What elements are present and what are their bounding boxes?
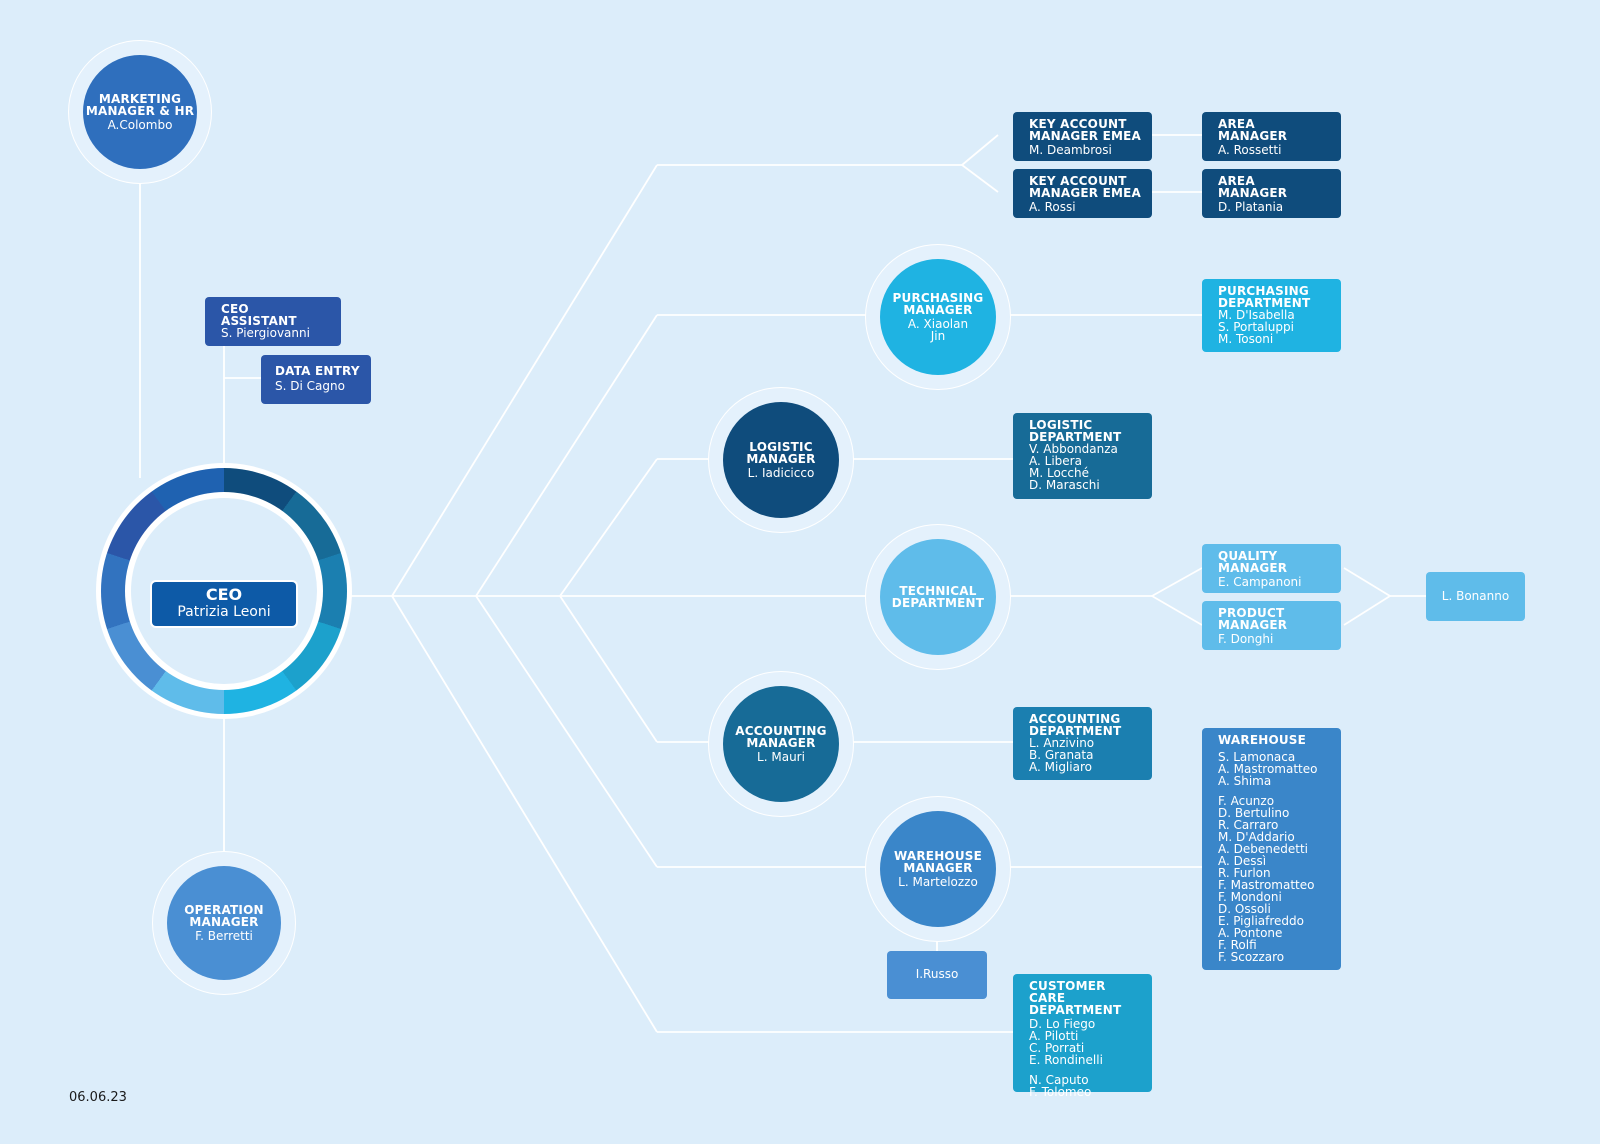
customer-care-member: C. Porrati [1029, 1041, 1085, 1055]
kam2-title: KEY ACCOUNT MANAGER EMEA [1029, 174, 1142, 200]
warehouse-member: A. Mastromatteo [1218, 762, 1318, 776]
ceo-assistant-name: S. Piergiovanni [221, 326, 310, 340]
ceo-title: CEO [205, 585, 243, 604]
warehouse-member: S. Lamonaca [1218, 750, 1296, 764]
quality-manager[interactable]: QUALITY MANAGER E. Campanoni [1202, 544, 1341, 593]
warehouse-member: F. Rolfi [1218, 938, 1257, 952]
marketing-manager-node[interactable]: MARKETING MANAGER & HR A.Colombo [83, 55, 197, 169]
accounting-manager-name: L. Mauri [757, 750, 805, 764]
logistic-member: M. Locché [1029, 466, 1089, 480]
warehouse-member: D. Ossoli [1218, 902, 1271, 916]
area2-name: D. Platania [1218, 200, 1284, 214]
marketing-title: MARKETING MANAGER & HR [85, 92, 195, 118]
operation-title: OPERATION MANAGER [184, 903, 264, 929]
customer-care-department[interactable]: CUSTOMER CARE DEPARTMENT D. Lo Fiego A. … [1013, 974, 1152, 1098]
accounting-manager-node[interactable]: ACCOUNTING MANAGER L. Mauri [723, 686, 839, 802]
area1-name: A. Rossetti [1218, 143, 1282, 157]
kam2-name: A. Rossi [1029, 200, 1076, 214]
accounting-dept-title: ACCOUNTING DEPARTMENT [1029, 712, 1122, 738]
operation-manager-node[interactable]: OPERATION MANAGER F. Berretti [167, 866, 281, 980]
kam1-name: M. Deambrosi [1029, 143, 1112, 157]
product-manager[interactable]: PRODUCT MANAGER F. Donghi [1202, 601, 1341, 650]
area-manager-1[interactable]: AREA MANAGER A. Rossetti [1202, 112, 1341, 161]
data-entry-title: DATA ENTRY [275, 364, 360, 378]
area2-title: AREA MANAGER [1218, 174, 1288, 200]
customer-care-member: A. Pilotti [1029, 1029, 1079, 1043]
bonanno-node[interactable]: L. Bonanno [1426, 572, 1525, 621]
product-name: F. Donghi [1218, 632, 1274, 646]
accounting-department[interactable]: ACCOUNTING DEPARTMENT L. Anzivino B. Gra… [1013, 707, 1152, 780]
purchasing-member: M. D'Isabella [1218, 308, 1295, 322]
warehouse-member: R. Furlon [1218, 866, 1271, 880]
warehouse-member: A. Shima [1218, 774, 1272, 788]
warehouse-member: R. Carraro [1218, 818, 1279, 832]
warehouse-member: F. Acunzo [1218, 794, 1275, 808]
ceo-assistant-title: CEO ASSISTANT [221, 302, 297, 328]
customer-care-member: N. Caputo [1029, 1073, 1089, 1087]
purchasing-manager-node[interactable]: PURCHASING MANAGER A. Xiaolan Jin [880, 259, 996, 375]
warehouse-member: F. Mondoni [1218, 890, 1282, 904]
logistic-manager-title: LOGISTIC MANAGER [746, 440, 816, 466]
logistic-member: A. Libera [1029, 454, 1082, 468]
key-account-manager-2[interactable]: KEY ACCOUNT MANAGER EMEA A. Rossi [1013, 169, 1152, 218]
accounting-member: A. Migliaro [1029, 760, 1092, 774]
area-manager-2[interactable]: AREA MANAGER D. Platania [1202, 169, 1341, 218]
logistic-member: D. Maraschi [1029, 478, 1100, 492]
accounting-member: L. Anzivino [1029, 736, 1095, 750]
russo-name: I.Russo [915, 967, 959, 981]
purchasing-manager-name: A. Xiaolan Jin [907, 317, 969, 343]
logistic-manager-name: L. Iadicicco [747, 466, 815, 480]
bonanno-name: L. Bonanno [1441, 589, 1510, 603]
technical-department-node[interactable]: TECHNICAL DEPARTMENT [880, 539, 996, 655]
russo-node[interactable]: I.Russo [887, 951, 987, 999]
date-label: 06.06.23 [69, 1090, 127, 1105]
product-title: PRODUCT MANAGER [1218, 606, 1288, 632]
purchasing-member: M. Tosoni [1218, 332, 1274, 346]
kam1-title: KEY ACCOUNT MANAGER EMEA [1029, 117, 1142, 143]
warehouse-member: A. Dessì [1218, 854, 1267, 868]
warehouse-member: A. Debenedetti [1218, 842, 1308, 856]
technical-title: TECHNICAL DEPARTMENT [891, 584, 985, 610]
customer-care-member: E. Rondinelli [1029, 1053, 1103, 1067]
warehouse-member: E. Pigliafreddo [1218, 914, 1305, 928]
warehouse-department[interactable]: WAREHOUSE S. Lamonaca A. Mastromatteo A.… [1202, 728, 1341, 970]
customer-care-title: CUSTOMER CARE DEPARTMENT [1029, 979, 1122, 1017]
logistic-manager-node[interactable]: LOGISTIC MANAGER L. Iadicicco [723, 402, 839, 518]
warehouse-manager-node[interactable]: WAREHOUSE MANAGER L. Martelozzo [880, 811, 996, 927]
logistic-department[interactable]: LOGISTIC DEPARTMENT V. Abbondanza A. Lib… [1013, 413, 1152, 499]
quality-name: E. Campanoni [1218, 575, 1302, 589]
purchasing-department[interactable]: PURCHASING DEPARTMENT M. D'Isabella S. P… [1202, 279, 1341, 352]
data-entry-name: S. Di Cagno [275, 379, 345, 393]
operation-name: F. Berretti [195, 929, 253, 943]
warehouse-member: F. Scozzaro [1218, 950, 1285, 964]
data-entry-node[interactable]: DATA ENTRY S. Di Cagno [261, 355, 371, 404]
warehouse-member: A. Pontone [1218, 926, 1283, 940]
warehouse-member: F. Mastromatteo [1218, 878, 1315, 892]
purchasing-manager-title: PURCHASING MANAGER [892, 291, 984, 317]
purchasing-member: S. Portaluppi [1218, 320, 1294, 334]
quality-title: QUALITY MANAGER [1218, 549, 1288, 575]
marketing-name: A.Colombo [107, 118, 173, 132]
area1-title: AREA MANAGER [1218, 117, 1288, 143]
customer-care-member: F. Tolomeo [1029, 1085, 1092, 1099]
warehouse-manager-title: WAREHOUSE MANAGER [893, 849, 983, 875]
accounting-member: B. Granata [1029, 748, 1094, 762]
customer-care-member: D. Lo Fiego [1029, 1017, 1096, 1031]
warehouse-manager-name: L. Martelozzo [898, 875, 978, 889]
ceo-node[interactable]: CEO Patrizia Leoni [152, 582, 296, 626]
purchasing-dept-title: PURCHASING DEPARTMENT [1218, 284, 1311, 310]
warehouse-title: WAREHOUSE [1218, 733, 1307, 747]
ceo-name: Patrizia Leoni [177, 604, 271, 620]
warehouse-member: M. D'Addario [1218, 830, 1295, 844]
warehouse-member: D. Bertulino [1218, 806, 1290, 820]
accounting-manager-title: ACCOUNTING MANAGER [735, 724, 827, 750]
logistic-member: V. Abbondanza [1029, 442, 1118, 456]
logistic-dept-title: LOGISTIC DEPARTMENT [1029, 418, 1122, 444]
ceo-assistant-node[interactable]: CEO ASSISTANT S. Piergiovanni [205, 297, 341, 346]
key-account-manager-1[interactable]: KEY ACCOUNT MANAGER EMEA M. Deambrosi [1013, 112, 1152, 161]
